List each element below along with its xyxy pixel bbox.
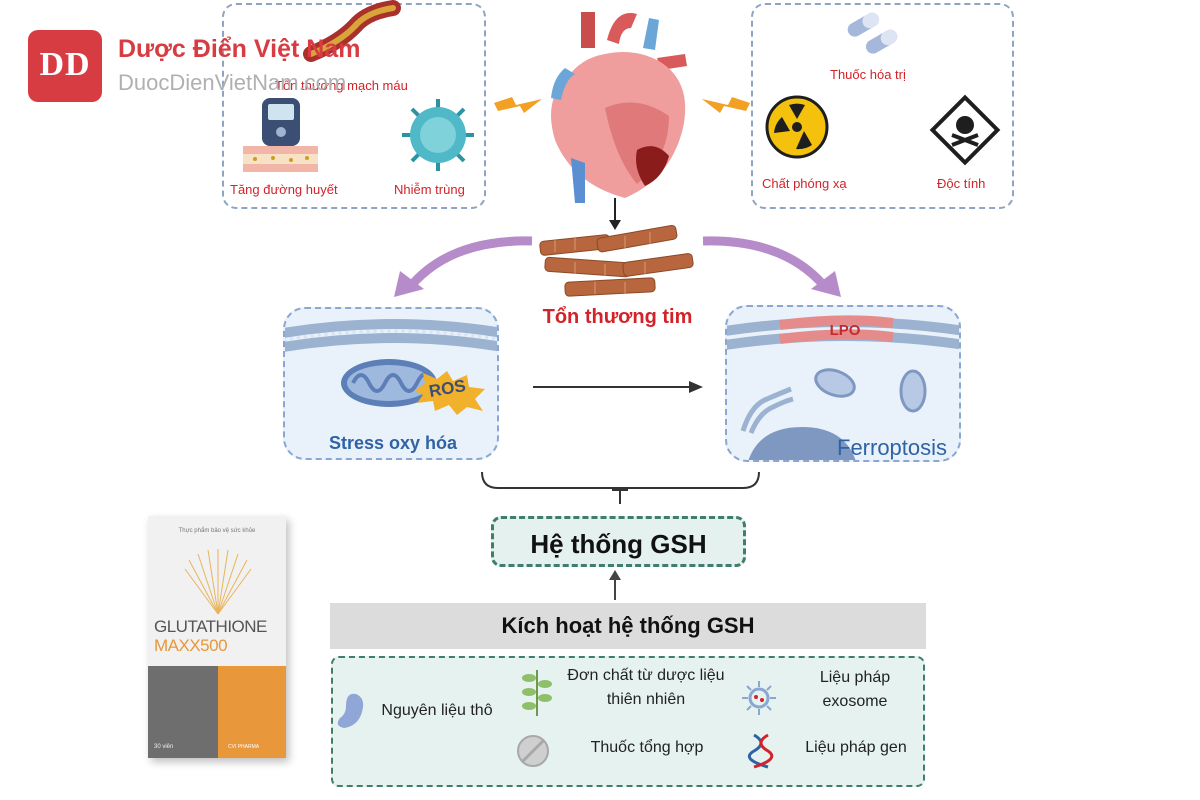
lightning-left-icon (494, 97, 542, 113)
causes-left-box (222, 3, 486, 209)
cell-membrane-left (285, 319, 497, 352)
product-band-orange (218, 666, 286, 758)
mitochondria-icon (341, 359, 437, 407)
lightning-right-icon (702, 97, 750, 113)
gsh-system-box: Hệ thống GSH (491, 516, 746, 567)
oxidative-stress-label: Stress oxy hóa (328, 433, 458, 453)
natural-compound-label: Đơn chất từ dược liệu thiên nhiên (567, 667, 725, 708)
logo-letters: DD (39, 46, 91, 83)
kidney-bean-icon (337, 693, 364, 728)
virus-icon (402, 99, 474, 171)
heart-down-arrow (609, 198, 621, 230)
activate-up-arrow (609, 570, 621, 600)
chemo-label: Thuốc hóa trị (830, 67, 906, 82)
gsh-system-label: Hệ thống GSH (530, 529, 707, 559)
cell-membrane-right (727, 315, 959, 350)
watermark-site: DuocDienVietNam.com (118, 70, 347, 95)
lpo-label: LPO (829, 322, 861, 339)
infection-label: Nhiễm trùng (394, 182, 465, 197)
toxic-icon (929, 94, 1001, 166)
radiation-icon (765, 95, 829, 159)
causes-right-box (751, 3, 1014, 209)
watermark-logo: DD (28, 30, 102, 102)
watermark-name: Dược Điển Việt Nam (118, 35, 361, 63)
exosome-therapy-label: Liệu pháp exosome (819, 669, 891, 710)
heart-icon (551, 12, 687, 203)
stress-to-ferroptosis-arrow (533, 381, 703, 393)
product-count: 30 viên (154, 744, 174, 750)
product-brand-top: GLUTATHIONE (154, 617, 267, 636)
tablet-icon (517, 735, 549, 767)
damaged-mitochondria-icon (814, 368, 927, 413)
heart-injury-label: Tổn thương tim (542, 306, 693, 328)
methods-box (331, 656, 925, 787)
oxidative-stress-cell: ROS Stress oxy hóa (283, 307, 499, 460)
ferroptosis-label: Ferroptosis (837, 435, 948, 460)
exosome-icon (742, 681, 776, 715)
synthetic-drug-label: Thuốc tổng hợp (590, 739, 704, 756)
dna-icon (747, 733, 774, 769)
er-icon (740, 386, 794, 434)
ferroptosis-cell: LPO Ferroptosis (725, 305, 961, 462)
purple-arrow-left (394, 236, 533, 297)
blood-vessel-icon (303, 0, 401, 62)
activate-gsh-label: Kích hoạt hệ thống GSH (501, 613, 755, 638)
hyperglycemia-label: Tăng đường huyết (230, 182, 338, 197)
toxicity-label: Độc tính (937, 176, 986, 191)
nucleus-icon (748, 427, 856, 460)
product-maker: CVI PHARMA (228, 744, 260, 750)
activate-gsh-banner: Kích hoạt hệ thống GSH (330, 603, 926, 649)
herb-icon (522, 670, 552, 716)
product-brand-bottom: MAXX500 (154, 636, 228, 655)
ros-burst-icon (415, 371, 485, 415)
sunburst-icon (184, 549, 252, 615)
pills-icon (847, 12, 898, 54)
purple-arrow-right (702, 236, 841, 297)
cardiomyocytes-icon (539, 224, 694, 297)
raw-material-label: Nguyên liệu thô (381, 702, 493, 719)
product-box: Thực phẩm bảo vệ sức khỏe GLUTATHIONE MA… (148, 516, 286, 758)
blood-sugar-layer-icon (243, 146, 318, 172)
product-tagline: Thực phẩm bảo vệ sức khỏe (178, 528, 256, 534)
gene-therapy-label: Liệu pháp gen (805, 739, 907, 756)
inhibition-bracket (481, 471, 760, 504)
glucometer-icon (262, 98, 300, 146)
radiation-label: Chất phóng xạ (762, 176, 847, 191)
vascular-damage-label: Tổn thương mạch máu (275, 78, 408, 93)
product-band-gray (148, 666, 218, 758)
